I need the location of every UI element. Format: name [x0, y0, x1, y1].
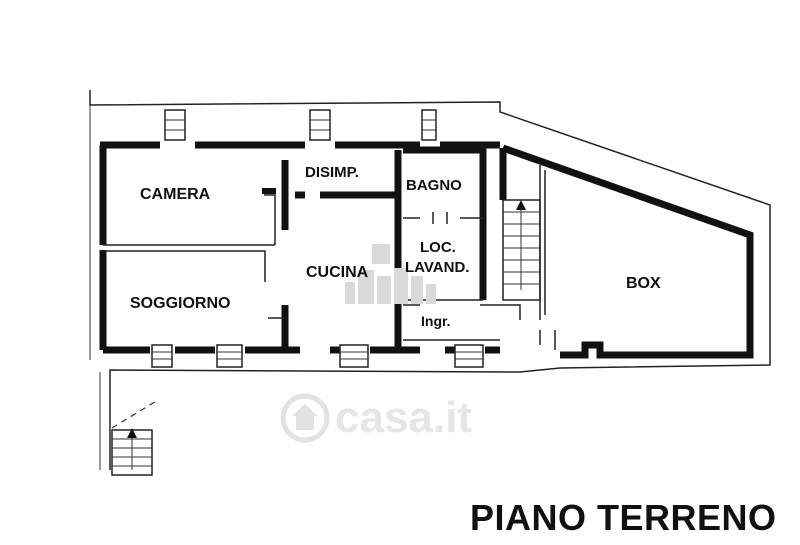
floor-title: PIANO TERRENO [470, 497, 777, 538]
watermark-house-icon [280, 393, 330, 443]
room-label-soggiorno: SOGGIORNO [130, 295, 230, 312]
room-label-loc: LOC. [420, 239, 456, 256]
watermark-building-icon [345, 244, 436, 304]
room-label-camera: CAMERA [140, 186, 211, 203]
room-label-lavand: LAVAND. [405, 259, 469, 276]
watermark-text: casa.it [335, 393, 472, 442]
box-stair [502, 199, 541, 301]
outdoor-stair [111, 399, 159, 476]
outer-boundary [89, 90, 771, 470]
room-label-disimp: DISIMP. [305, 164, 359, 181]
room-label-bagno: BAGNO [406, 177, 462, 194]
windows [151, 109, 484, 368]
main-walls [99, 141, 521, 354]
room-label-ingresso: Ingr. [421, 313, 451, 329]
room-label-cucina: CUCINA [306, 264, 369, 281]
room-label-box: BOX [626, 275, 661, 292]
